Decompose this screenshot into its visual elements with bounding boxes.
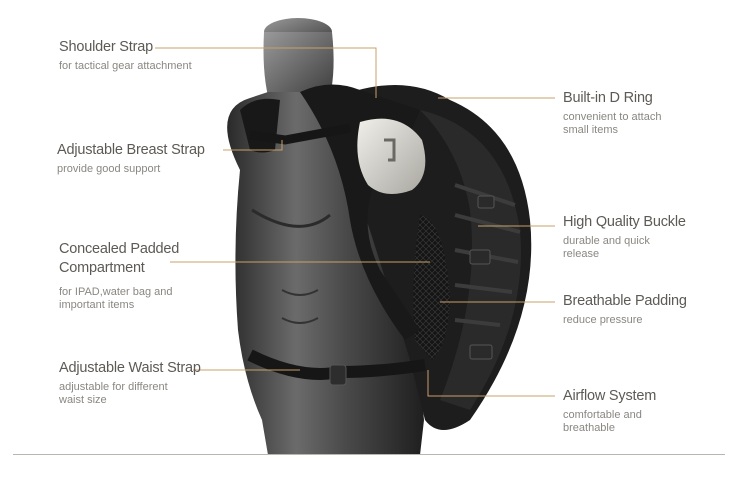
buckle-desc-line1: durable and quick [563, 235, 650, 247]
shoulder-strap-title: Shoulder Strap [59, 39, 153, 55]
waist-strap-title: Adjustable Waist Strap [59, 360, 201, 376]
d-ring-title: Built-in D Ring [563, 90, 653, 106]
callout-airflow: Airflow System comfortable and breathabl… [563, 387, 656, 435]
callout-d-ring: Built-in D Ring convenient to attach sma… [563, 89, 661, 137]
concealed-title-line1: Concealed Padded [59, 241, 180, 257]
callout-leader-lines [155, 47, 555, 397]
d-ring-desc-line1: convenient to attach [563, 111, 662, 123]
leader-breast-strap [223, 140, 283, 151]
callout-padding: Breathable Padding reduce pressure [563, 292, 687, 327]
bottom-divider [13, 454, 725, 455]
buckle-title: High Quality Buckle [563, 214, 686, 230]
concealed-title-line2: Compartment [59, 260, 145, 276]
backpack [240, 84, 532, 430]
shoulder-strap-desc: for tactical gear attachment [59, 60, 192, 72]
airflow-title: Airflow System [563, 388, 657, 404]
leader-shoulder-strap [155, 47, 377, 98]
concealed-desc-line2: important items [59, 299, 135, 311]
leader-airflow [427, 370, 555, 397]
callout-breast-strap: Adjustable Breast Strap provide good sup… [57, 141, 205, 176]
waist-strap-desc-line1: adjustable for different [59, 381, 168, 393]
padding-title: Breathable Padding [563, 293, 687, 309]
airflow-desc-line1: comfortable and [563, 409, 642, 421]
callout-concealed-compartment: Concealed Padded Compartment for IPAD,wa… [59, 240, 179, 312]
buckle-desc-line2: release [563, 248, 600, 260]
callout-shoulder-strap: Shoulder Strap for tactical gear attachm… [59, 38, 192, 73]
breast-strap-desc: provide good support [57, 163, 161, 175]
callout-buckle: High Quality Buckle durable and quick re… [563, 213, 686, 261]
padding-desc: reduce pressure [563, 314, 643, 326]
airflow-desc-line2: breathable [563, 422, 615, 434]
d-ring-desc-line2: small items [563, 124, 619, 136]
concealed-desc-line1: for IPAD,water bag and [59, 286, 173, 298]
waist-strap-desc-line2: waist size [59, 394, 107, 406]
callout-waist-strap: Adjustable Waist Strap adjustable for di… [59, 359, 201, 407]
breast-strap-title: Adjustable Breast Strap [57, 142, 205, 158]
